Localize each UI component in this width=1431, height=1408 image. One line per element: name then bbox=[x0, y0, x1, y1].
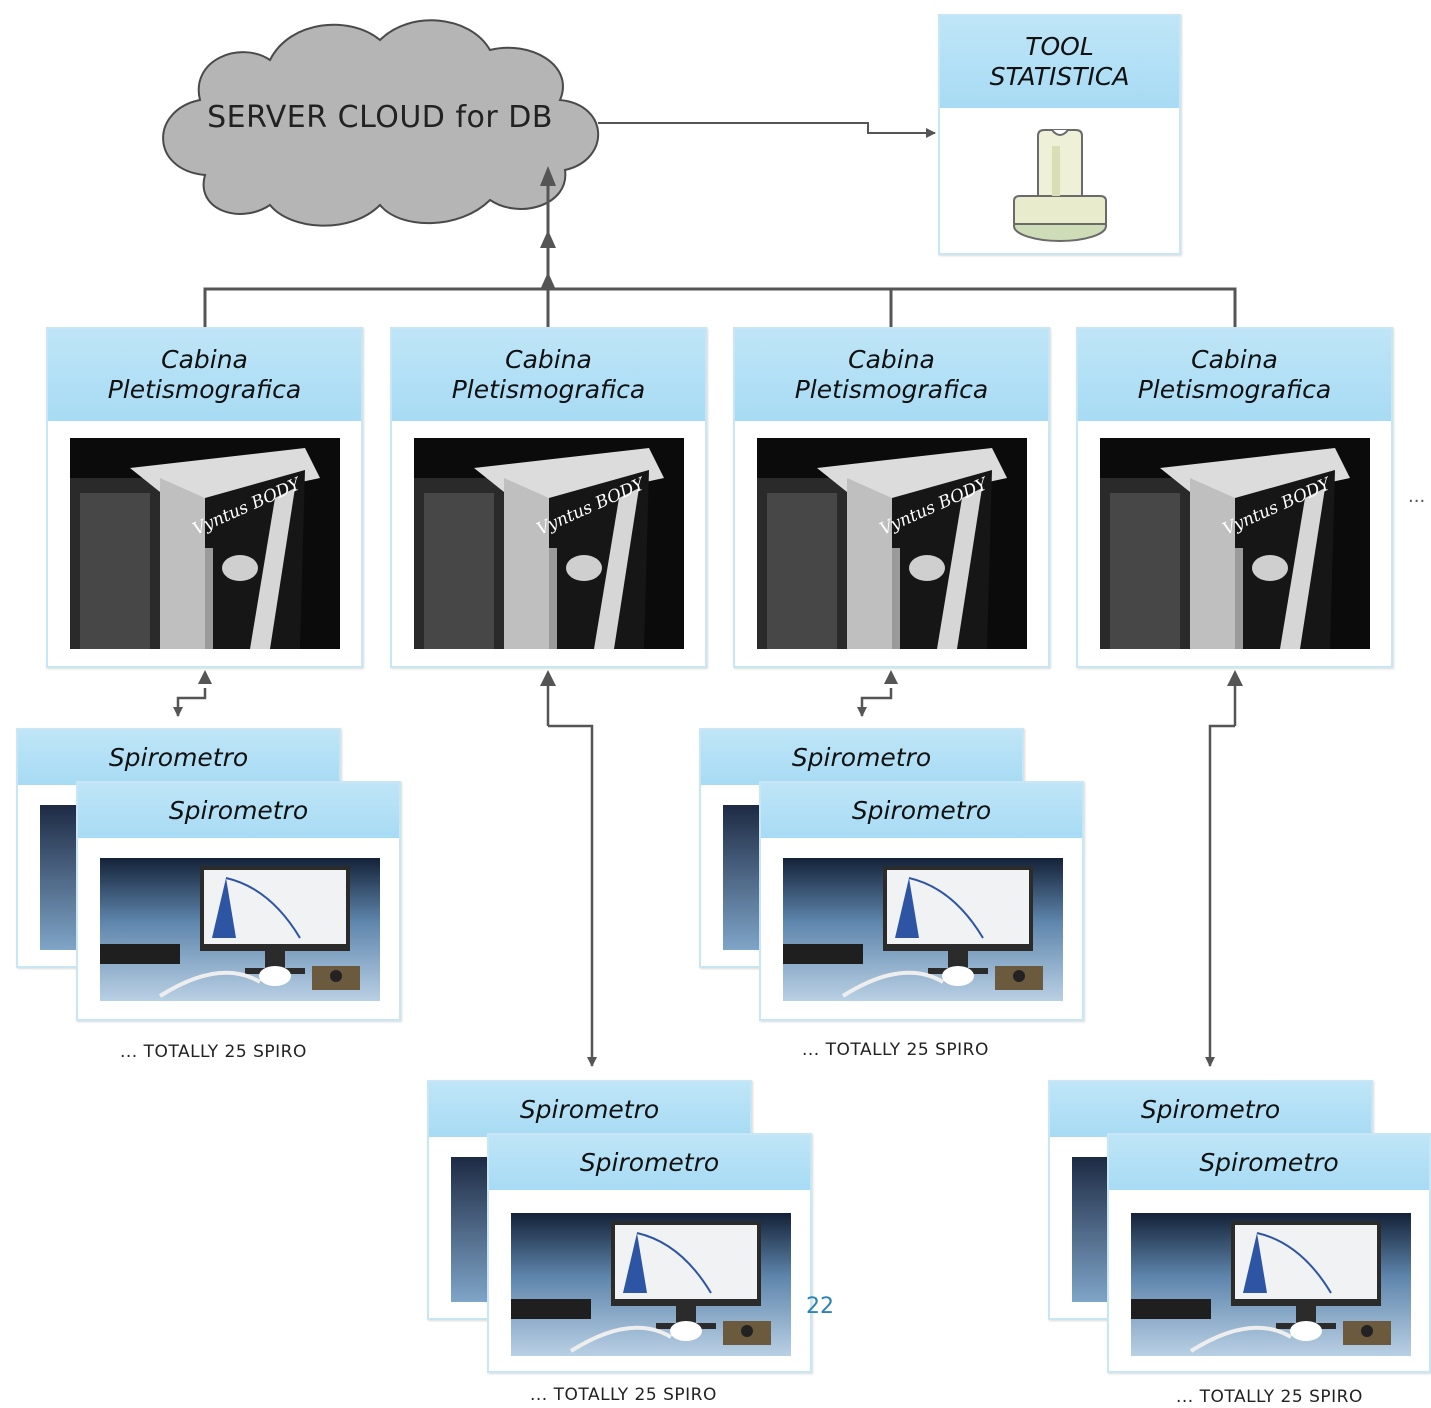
spiro-count-caption: ... TOTALLY 25 SPIRO bbox=[120, 1042, 307, 1062]
spiro-count-caption: ... TOTALLY 25 SPIRO bbox=[1176, 1387, 1363, 1407]
vyntus-body-photo: Vyntus BODY bbox=[1100, 438, 1370, 649]
spirometer-header: Spirometro bbox=[18, 730, 339, 785]
cabin-title-line2: Pletismografica bbox=[107, 375, 302, 404]
cabin-card-2: Cabina Pletismografica Vyntus BODY bbox=[390, 327, 707, 668]
spirometer-photo bbox=[511, 1213, 791, 1356]
spirometer-card-front: Spirometro bbox=[1107, 1133, 1431, 1373]
cabin-title-line1: Cabina bbox=[1191, 345, 1278, 374]
spirometer-title: Spirometro bbox=[519, 1094, 660, 1124]
tool-statistica-card: TOOL STATISTICA bbox=[938, 14, 1181, 255]
spirometer-photo bbox=[783, 858, 1063, 1001]
spiro-count-caption: ... TOTALLY 25 SPIRO bbox=[802, 1040, 989, 1060]
spirometer-header: Spirometro bbox=[489, 1135, 810, 1190]
arrow-head-middle bbox=[540, 230, 556, 248]
spirometer-header: Spirometro bbox=[1109, 1135, 1429, 1190]
cabin-title-line1: Cabina bbox=[848, 345, 935, 374]
arrow-up-cabin3 bbox=[884, 670, 898, 684]
cabin-header: Cabina Pletismografica bbox=[1078, 329, 1391, 421]
cabin-title-line2: Pletismografica bbox=[451, 375, 646, 404]
link-cloud-to-tool bbox=[598, 122, 936, 138]
cabin-title-line2: Pletismografica bbox=[1137, 375, 1332, 404]
spirometer-title: Spirometro bbox=[579, 1147, 720, 1177]
arrow-up-cabin4 bbox=[1227, 670, 1243, 686]
spirometer-card-front: Spirometro bbox=[76, 781, 401, 1021]
cabin-card-4: Cabina Pletismografica Vyntus BODY bbox=[1076, 327, 1393, 668]
spirometer-photo bbox=[100, 858, 380, 1001]
spirometer-header: Spirometro bbox=[429, 1082, 750, 1137]
spirometer-photo bbox=[1131, 1213, 1411, 1356]
spirometer-card-front: Spirometro bbox=[487, 1133, 812, 1373]
link-cabin3-spiro2 bbox=[857, 688, 893, 717]
cabin-card-1: Cabina Pletismografica Vyntus BODY bbox=[46, 327, 363, 668]
server-cloud-shape bbox=[162, 19, 600, 227]
cabin-header: Cabina Pletismografica bbox=[392, 329, 705, 421]
cabin-header: Cabina Pletismografica bbox=[735, 329, 1048, 421]
page-number: 22 bbox=[806, 1294, 834, 1319]
spirometer-title: Spirometro bbox=[791, 742, 932, 772]
statistica-tool-icon bbox=[1013, 129, 1107, 242]
spirometer-title: Spirometro bbox=[1199, 1147, 1339, 1177]
link-cabin2-spiro3-b bbox=[548, 724, 597, 1067]
cabin-title-line2: Pletismografica bbox=[794, 375, 989, 404]
spirometer-header: Spirometro bbox=[1050, 1082, 1371, 1137]
spirometer-title: Spirometro bbox=[108, 742, 249, 772]
arrow-up-cabin1 bbox=[198, 670, 212, 684]
cabin-header: Cabina Pletismografica bbox=[48, 329, 361, 421]
tool-title-line2: STATISTICA bbox=[989, 62, 1130, 91]
bus-line bbox=[203, 287, 1237, 329]
tool-card-header: TOOL STATISTICA bbox=[940, 16, 1179, 108]
spirometer-header: Spirometro bbox=[78, 783, 399, 838]
link-cabin1-spiro1 bbox=[173, 688, 207, 717]
spirometer-card-front: Spirometro bbox=[759, 781, 1084, 1021]
link-cabin4-spiro4-b bbox=[1205, 724, 1235, 1067]
vyntus-body-photo: Vyntus BODY bbox=[414, 438, 684, 649]
cabin-title-line1: Cabina bbox=[505, 345, 592, 374]
spiro-count-caption: ... TOTALLY 25 SPIRO bbox=[530, 1385, 717, 1405]
tool-title-line1: TOOL bbox=[1025, 32, 1094, 61]
arrow-up-cabin2 bbox=[540, 670, 556, 686]
spirometer-title: Spirometro bbox=[1140, 1094, 1281, 1124]
cabin-card-3: Cabina Pletismografica Vyntus BODY bbox=[733, 327, 1050, 668]
server-cloud-label: SERVER CLOUD for DB bbox=[207, 100, 553, 135]
arrow-head-upper bbox=[540, 166, 556, 186]
vyntus-body-photo: Vyntus BODY bbox=[70, 438, 340, 649]
more-cabins-ellipsis: ... bbox=[1408, 486, 1426, 507]
arrow-head-lower bbox=[540, 272, 556, 290]
vyntus-body-photo: Vyntus BODY bbox=[757, 438, 1027, 649]
spirometer-title: Spirometro bbox=[851, 795, 992, 825]
spirometer-header: Spirometro bbox=[701, 730, 1022, 785]
spirometer-header: Spirometro bbox=[761, 783, 1082, 838]
cabin-title-line1: Cabina bbox=[161, 345, 248, 374]
spirometer-title: Spirometro bbox=[168, 795, 309, 825]
